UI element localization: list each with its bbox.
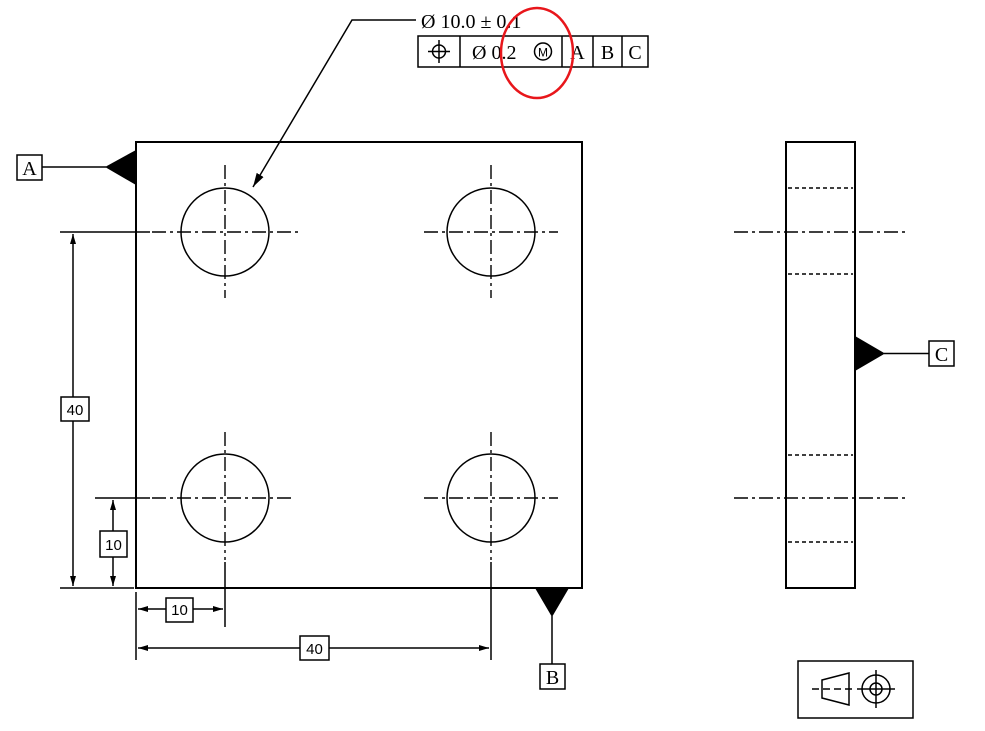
- dim-horizontal-40: 40: [306, 641, 323, 658]
- third-angle-projection-icon: [797, 660, 914, 719]
- mmc-modifier: M: [533, 42, 553, 61]
- side-view-outline: [785, 141, 856, 589]
- feature-control-frame: Ø 0.2 M A B C: [417, 35, 649, 68]
- plate-outline: [135, 141, 583, 589]
- dim-vertical-40: 40: [67, 402, 84, 419]
- svg-text:M: M: [538, 46, 548, 60]
- datum-b-triangle: [535, 588, 569, 617]
- datum-a-triangle: [105, 150, 136, 185]
- datum-b: B: [535, 588, 569, 690]
- front-view: [135, 141, 583, 589]
- dim-vertical-10-box: [99, 530, 128, 558]
- datum-c-label: C: [935, 344, 948, 366]
- datum-c-triangle: [855, 336, 885, 371]
- dim-vertical-40-box: [60, 396, 90, 422]
- hole-bottom-left: [152, 432, 292, 560]
- hole-size-callout: Ø 10.0 ± 0.1: [421, 11, 521, 33]
- hole-top-left: [152, 165, 298, 298]
- callout-leader: [252, 19, 416, 188]
- datum-a-label: A: [22, 158, 37, 180]
- fcf-datum-c: C: [628, 42, 641, 64]
- side-view: [734, 141, 906, 589]
- position-icon: [428, 40, 450, 63]
- datum-c: C: [855, 336, 955, 371]
- dim-vertical-10: 10: [105, 537, 122, 554]
- fcf-datum-a: A: [570, 42, 585, 64]
- datum-b-label: B: [546, 667, 559, 689]
- dim-horizontal-10-box: [165, 597, 194, 623]
- hole-top-right: [424, 165, 558, 298]
- hole-callout: Ø 10.0 ± 0.1 Ø 0.2 M A B C: [252, 6, 649, 188]
- fcf-tolerance: Ø 0.2: [472, 42, 516, 64]
- fcf-datum-b: B: [601, 42, 614, 64]
- datum-a: A: [16, 150, 136, 185]
- dim-horizontal-10: 10: [171, 602, 188, 619]
- dim-horizontal-40-box: [299, 635, 330, 661]
- hole-bottom-right: [424, 432, 558, 560]
- highlight-circle: [499, 6, 575, 100]
- dimensions: 40 10 10 40: [60, 231, 492, 661]
